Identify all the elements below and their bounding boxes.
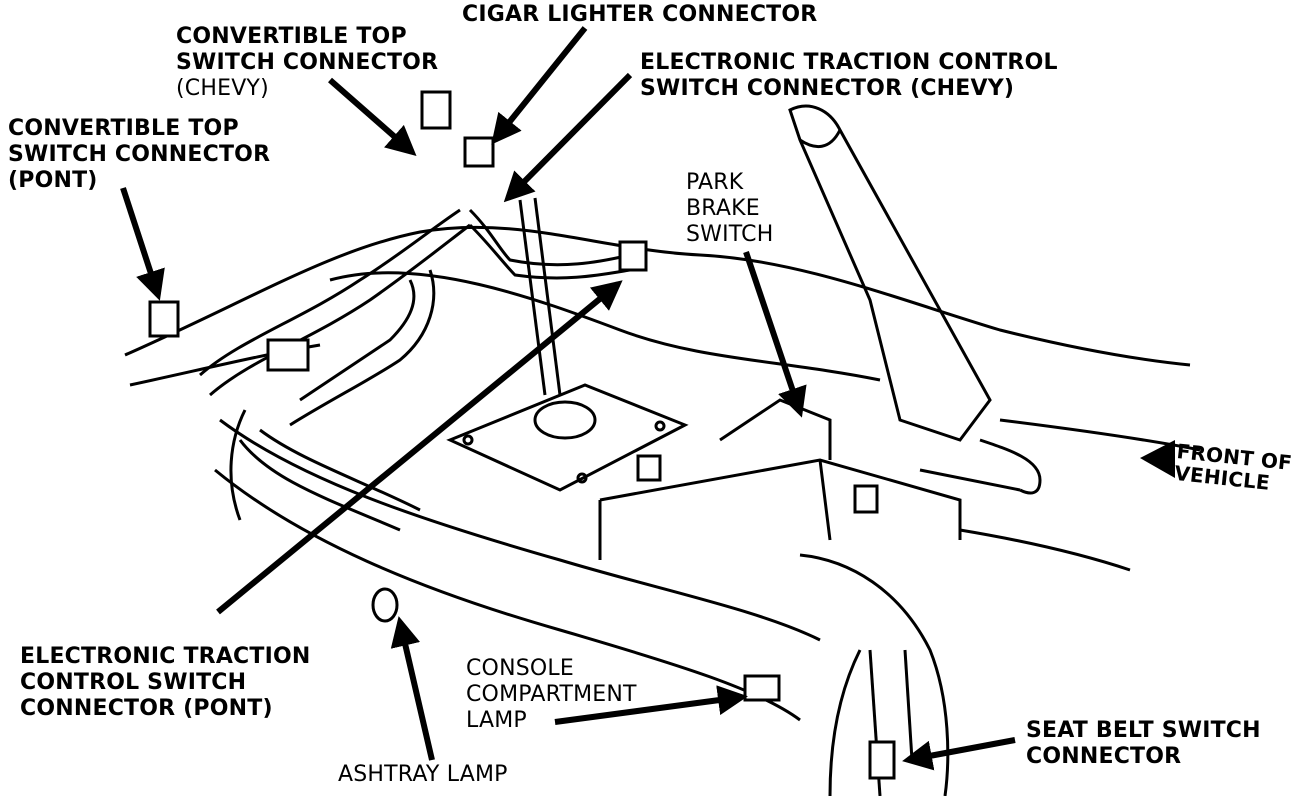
- label-console-compartment-lamp: CONSOLE COMPARTMENT LAMP: [466, 656, 637, 733]
- label-park-brake-switch: PARK BRAKE SWITCH: [686, 170, 774, 247]
- label-cigar-lighter-connector: CIGAR LIGHTER CONNECTOR: [462, 2, 818, 27]
- leader-arrows: [120, 26, 1016, 771]
- arrow-ashtray-lamp: [390, 616, 435, 761]
- label-convertible-top-pont: CONVERTIBLE TOP SWITCH CONNECTOR (PONT): [8, 116, 271, 193]
- arrow-etc-chevy: [503, 72, 633, 203]
- arrow-seat-belt: [902, 737, 1016, 771]
- arrow-console-lamp: [554, 685, 748, 725]
- arrow-conv-top-chevy: [328, 77, 417, 156]
- label-convertible-top-chevy: CONVERTIBLE TOP SWITCH CONNECTOR (CHEVY): [176, 24, 439, 101]
- front-arrow-icon: [1140, 440, 1175, 478]
- park-brake-lever: [719, 104, 1042, 495]
- arrow-cigar-lighter: [491, 26, 588, 145]
- label-ashtray-lamp: ASHTRAY LAMP: [338, 762, 508, 787]
- arrow-conv-top-pont: [120, 187, 165, 301]
- arrow-etc-pont: [216, 280, 623, 615]
- label-etc-switch-pont: ELECTRONIC TRACTION CONTROL SWITCH CONNE…: [20, 644, 311, 721]
- label-etc-switch-chevy: ELECTRONIC TRACTION CONTROL SWITCH CONNE…: [640, 50, 1058, 101]
- harness-left: [199, 208, 631, 532]
- shifter: [446, 197, 689, 492]
- label-seat-belt-switch-connector: SEAT BELT SWITCH CONNECTOR: [1026, 718, 1261, 769]
- connectors: [148, 90, 896, 780]
- arrow-park-brake: [743, 251, 807, 418]
